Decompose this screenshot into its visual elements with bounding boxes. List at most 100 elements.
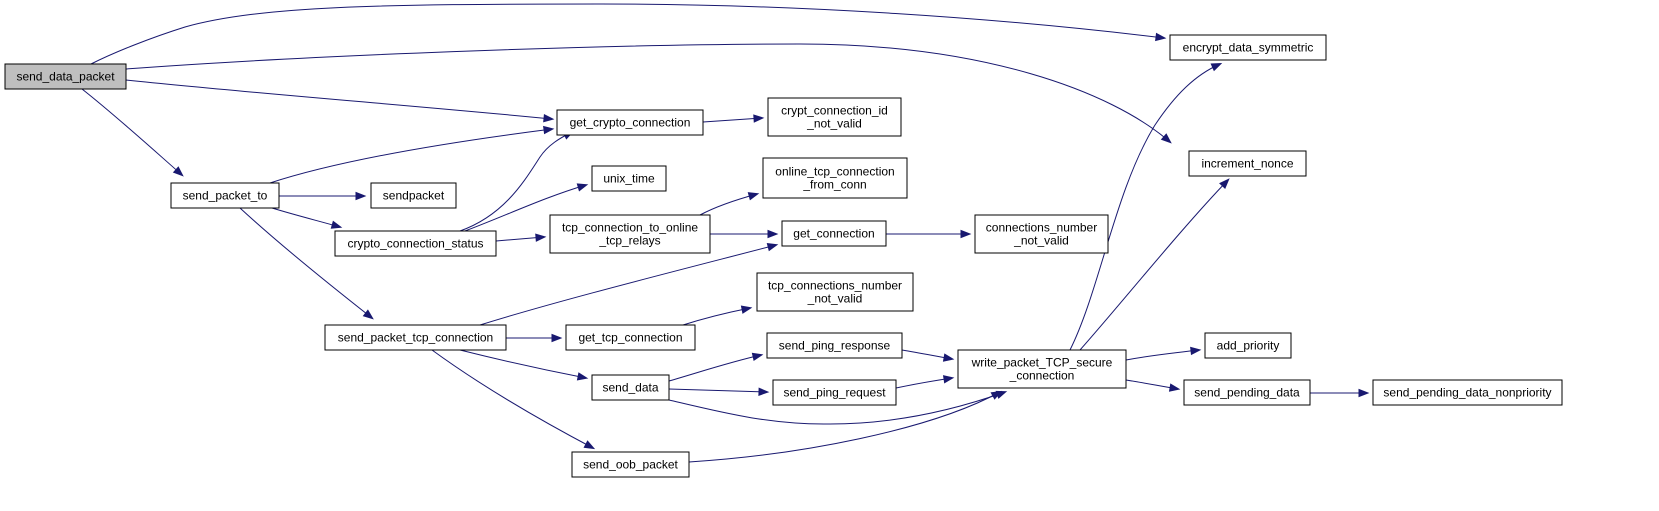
- edge-arrowhead: [1219, 178, 1230, 190]
- node-box: [766, 332, 903, 359]
- edge-arrowhead: [1358, 388, 1370, 398]
- edge-send_packet_to-to-send_packet_tcp_connection: [239, 207, 374, 320]
- node-send-ping-request[interactable]: send_ping_request: [772, 379, 897, 406]
- node-label: send_ping_request: [783, 386, 886, 400]
- node-get-crypto-connection[interactable]: get_crypto_connection: [556, 109, 704, 136]
- edge-arrowhead: [355, 191, 367, 201]
- node-label: crypt_connection_id: [781, 104, 888, 118]
- edge-send_data_packet-to-encrypt_data_symmetric: [90, 3, 1167, 65]
- edge-arrowhead: [1210, 63, 1223, 72]
- edge-send_ping_request-to-write_packet_TCP_secure_connection: [895, 375, 955, 389]
- edge-send_packet_tcp_connection-to-send_oob_packet: [431, 349, 596, 450]
- node-box: [170, 182, 280, 209]
- node-send-oob-packet[interactable]: send_oob_packet: [571, 451, 690, 478]
- node-crypt-connection-id-not-valid[interactable]: crypt_connection_id_not_valid: [767, 97, 902, 137]
- edge-arrowhead: [942, 375, 955, 384]
- edge-line: [895, 377, 953, 389]
- node-send-data[interactable]: send_data: [591, 374, 670, 401]
- edge-line: [125, 43, 1171, 143]
- node-box: [781, 220, 887, 247]
- node-label: send_pending_data_nonpriority: [1383, 386, 1551, 400]
- edge-line: [125, 79, 553, 120]
- edge-send_packet_tcp_connection-to-send_data: [459, 349, 589, 381]
- node-box: [549, 214, 711, 254]
- edge-line: [431, 349, 594, 449]
- edge-arrowhead: [1168, 383, 1181, 392]
- edge-send_data_packet-to-increment_nonce: [125, 43, 1172, 144]
- node-send-pending-data[interactable]: send_pending_data: [1183, 379, 1311, 406]
- edge-arrowhead: [576, 372, 589, 381]
- node-label: get_connection: [793, 227, 874, 241]
- node-get-tcp-connection[interactable]: get_tcp_connection: [565, 324, 696, 351]
- node-send-data-packet[interactable]: send_data_packet: [4, 63, 127, 90]
- call-graph-edges: [81, 3, 1370, 463]
- edge-send_data-to-send_ping_request: [668, 387, 770, 396]
- node-send-pending-data-nonpriority[interactable]: send_pending_data_nonpriority: [1372, 379, 1563, 406]
- edge-arrowhead: [753, 114, 765, 123]
- edge-line: [1069, 63, 1221, 351]
- node-label: add_priority: [1217, 339, 1280, 353]
- edge-send_packet_to-to-sendpacket: [279, 191, 367, 201]
- node-box: [591, 165, 667, 192]
- node-label: _tcp_relays: [598, 234, 660, 248]
- node-box: [1204, 332, 1292, 359]
- node-unix-time[interactable]: unix_time: [591, 165, 667, 192]
- node-tcp-connections-number-not-valid[interactable]: tcp_connections_number_not_valid: [756, 272, 914, 312]
- node-label: get_crypto_connection: [570, 116, 691, 130]
- node-box: [556, 109, 704, 136]
- node-box: [591, 374, 670, 401]
- call-graph-nodes: send_data_packet encrypt_data_symmetricin…: [4, 34, 1563, 478]
- node-label: online_tcp_connection: [775, 165, 894, 179]
- edge-send_pending_data-to-send_pending_data_nonpriority: [1310, 388, 1370, 398]
- edge-arrowhead: [576, 183, 589, 192]
- edge-send_data-to-send_ping_response: [668, 352, 764, 382]
- node-label: send_data: [602, 381, 658, 395]
- node-box: [571, 451, 690, 478]
- node-increment-nonce[interactable]: increment_nonce: [1188, 150, 1307, 177]
- edge-crypto_connection_status-to-tcp_connection_to_online_tcp_relays: [495, 233, 547, 242]
- edge-arrowhead: [751, 352, 764, 361]
- edge-arrowhead: [766, 243, 779, 252]
- node-label: connections_number: [986, 221, 1097, 235]
- edge-arrowhead: [362, 309, 374, 320]
- node-sendpacket[interactable]: sendpacket: [370, 182, 457, 209]
- node-send-packet-to[interactable]: send_packet_to: [170, 182, 280, 209]
- edge-line: [688, 391, 1001, 463]
- edge-arrowhead: [758, 387, 770, 396]
- node-tcp-connection-to-online-tcp-relays[interactable]: tcp_connection_to_online_tcp_relays: [549, 214, 711, 254]
- edge-arrowhead: [942, 353, 955, 362]
- node-write-packet-TCP-secure-connection[interactable]: write_packet_TCP_secure_connection: [957, 349, 1127, 389]
- node-label: send_packet_tcp_connection: [338, 331, 493, 345]
- edge-send_data_packet-to-send_packet_to: [81, 88, 184, 177]
- edge-line: [464, 184, 587, 232]
- edge-line: [479, 244, 777, 326]
- edge-send_packet_tcp_connection-to-get_connection: [479, 243, 779, 326]
- node-box: [1183, 379, 1311, 406]
- node-label: tcp_connections_number: [768, 279, 902, 293]
- node-connections-number-not-valid[interactable]: connections_number_not_valid: [974, 214, 1109, 254]
- node-get-connection[interactable]: get_connection: [781, 220, 887, 247]
- node-box: [1188, 150, 1307, 177]
- edge-arrowhead: [583, 440, 596, 450]
- edge-arrowhead: [747, 192, 760, 201]
- edge-write_packet_TCP_secure_connection-to-increment_nonce: [1079, 178, 1230, 351]
- edge-tcp_connection_to_online_tcp_relays-to-get_connection: [710, 229, 779, 239]
- edge-write_packet_TCP_secure_connection-to-encrypt_data_symmetric: [1069, 63, 1223, 351]
- edge-arrowhead: [1190, 346, 1202, 356]
- node-encrypt-data-symmetric[interactable]: encrypt_data_symmetric: [1169, 34, 1327, 61]
- edge-send_packet_tcp_connection-to-get_tcp_connection: [506, 333, 563, 343]
- node-send-ping-response[interactable]: send_ping_response: [766, 332, 903, 359]
- node-online-tcp-connection-from-conn[interactable]: online_tcp_connection_from_conn: [762, 157, 908, 199]
- edge-line: [271, 207, 341, 228]
- edge-line: [668, 388, 768, 393]
- node-label: sendpacket: [383, 189, 445, 203]
- edge-tcp_connection_to_online_tcp_relays-to-online_tcp_connection_from_conn: [699, 192, 760, 216]
- node-add-priority[interactable]: add_priority: [1204, 332, 1292, 359]
- node-box: [1372, 379, 1563, 406]
- node-crypto-connection-status[interactable]: crypto_connection_status: [334, 230, 497, 257]
- edge-line: [81, 88, 183, 176]
- node-label: _connection: [1009, 369, 1075, 383]
- edge-get_tcp_connection-to-tcp_connections_number_not_valid: [682, 305, 753, 326]
- node-send-packet-tcp-connection[interactable]: send_packet_tcp_connection: [324, 324, 507, 351]
